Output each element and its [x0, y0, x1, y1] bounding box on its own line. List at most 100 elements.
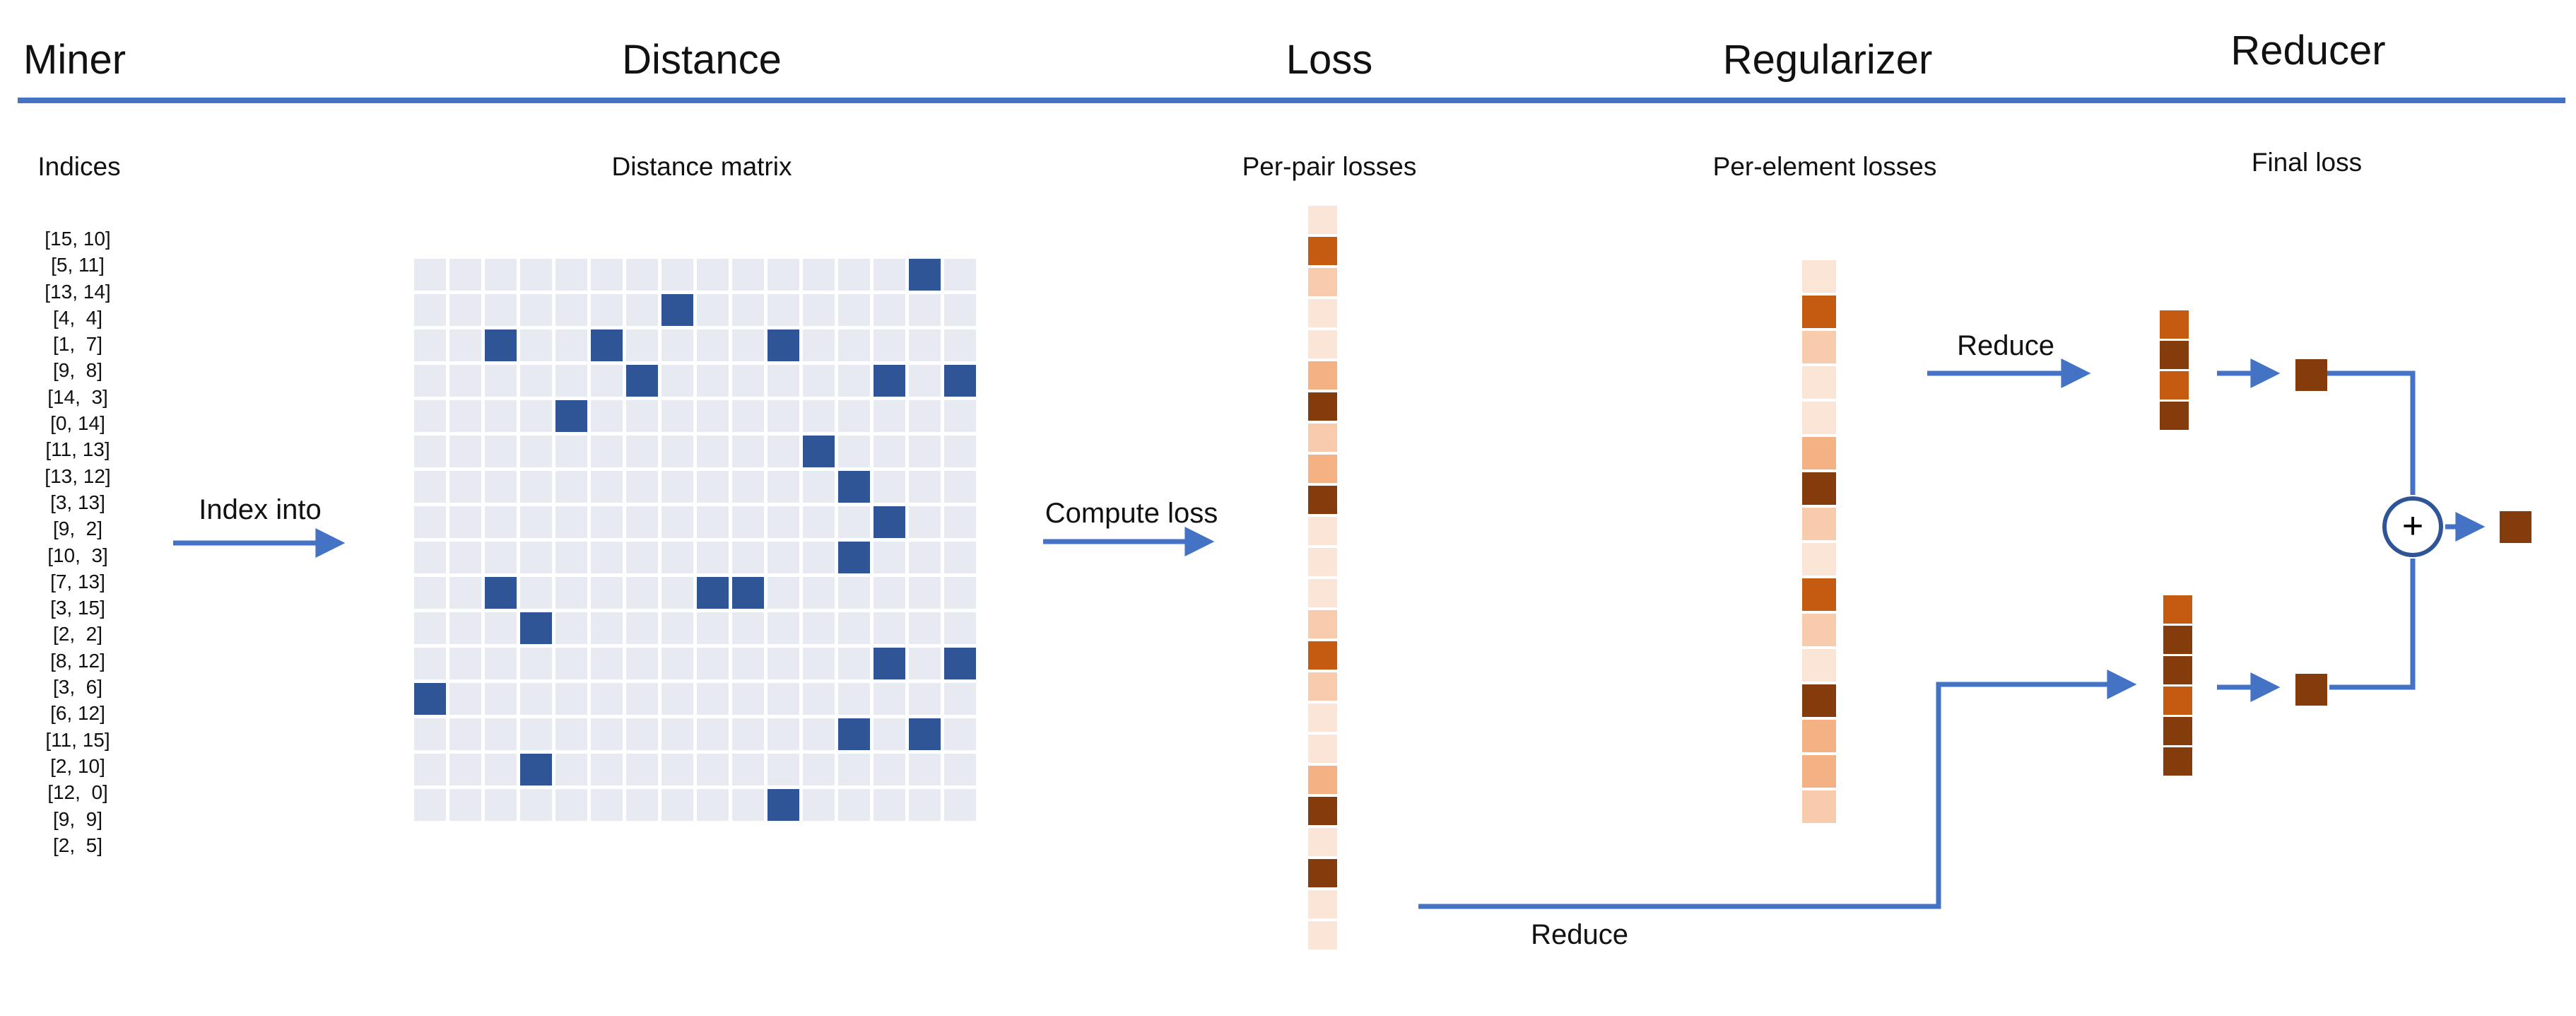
- matrix-cell: [520, 506, 552, 538]
- matrix-cell: [732, 542, 764, 573]
- matrix-cell: [626, 294, 658, 326]
- matrix-cell: [520, 294, 552, 326]
- matrix-cell: [485, 718, 517, 750]
- matrix-cell: [485, 365, 517, 397]
- matrix-cell: [874, 754, 905, 786]
- matrix-cell: [697, 612, 729, 644]
- matrix-cell: [555, 259, 587, 291]
- loss-cell: [1308, 548, 1337, 576]
- matrix-cell: [661, 542, 693, 573]
- index-pair: [9, 2]: [52, 518, 103, 540]
- index-pair: [0, 14]: [50, 412, 105, 435]
- matrix-cell: [732, 718, 764, 750]
- matrix-cell-mined: [661, 294, 693, 326]
- loss-cell: [1802, 684, 1836, 717]
- loss-cell: [2160, 310, 2189, 339]
- matrix-cell: [838, 506, 870, 538]
- matrix-cell: [449, 294, 481, 326]
- matrix-cell: [874, 436, 905, 467]
- loss-cell: [1308, 424, 1337, 452]
- matrix-cell: [944, 471, 976, 503]
- matrix-cell: [767, 436, 799, 467]
- matrix-cell: [874, 471, 905, 503]
- index-pair: [13, 14]: [45, 280, 111, 303]
- matrix-cell: [626, 471, 658, 503]
- matrix-cell: [661, 577, 693, 609]
- matrix-cell: [591, 259, 623, 291]
- loss-cell: [1308, 735, 1337, 763]
- matrix-cell: [944, 259, 976, 291]
- matrix-cell-mined: [520, 612, 552, 644]
- matrix-cell: [838, 577, 870, 609]
- matrix-cell: [449, 365, 481, 397]
- matrix-cell-mined: [838, 471, 870, 503]
- matrix-cell: [874, 789, 905, 821]
- matrix-cell: [944, 542, 976, 573]
- matrix-cell: [485, 542, 517, 573]
- matrix-cell: [661, 612, 693, 644]
- reduce-bottom-connector-arrow: [1418, 670, 2137, 909]
- matrix-cell: [449, 718, 481, 750]
- top-square-to-plus-line: [2327, 370, 2416, 495]
- loss-cell: [1308, 921, 1337, 950]
- matrix-cell: [485, 471, 517, 503]
- matrix-cell: [520, 329, 552, 361]
- matrix-cell: [838, 754, 870, 786]
- index-pair: [7, 13]: [50, 570, 105, 592]
- matrix-cell: [485, 436, 517, 467]
- matrix-cell: [767, 471, 799, 503]
- matrix-cell: [697, 259, 729, 291]
- matrix-cell: [555, 365, 587, 397]
- matrix-cell: [626, 542, 658, 573]
- matrix-cell: [449, 577, 481, 609]
- index-pair: [6, 12]: [50, 702, 105, 725]
- matrix-cell: [944, 329, 976, 361]
- loss-cell: [1308, 299, 1337, 327]
- loss-cell: [2163, 656, 2192, 684]
- matrix-cell: [874, 259, 905, 291]
- matrix-cell: [874, 329, 905, 361]
- matrix-cell: [944, 577, 976, 609]
- matrix-cell: [414, 436, 446, 467]
- index-pair: [9, 9]: [52, 807, 103, 830]
- matrix-cell: [414, 789, 446, 821]
- index-pair: [9, 8]: [52, 359, 103, 382]
- matrix-cell: [767, 718, 799, 750]
- matrix-cell: [626, 506, 658, 538]
- loss-cell: [1802, 366, 1836, 399]
- matrix-cell: [697, 789, 729, 821]
- matrix-cell: [555, 754, 587, 786]
- matrix-cell: [732, 329, 764, 361]
- matrix-cell: [626, 754, 658, 786]
- loss-cell: [1802, 296, 1836, 328]
- matrix-cell: [909, 648, 941, 679]
- matrix-cell: [414, 577, 446, 609]
- matrix-cell: [803, 648, 835, 679]
- matrix-cell: [661, 471, 693, 503]
- matrix-cell: [697, 329, 729, 361]
- matrix-cell: [803, 365, 835, 397]
- matrix-cell-mined: [485, 577, 517, 609]
- matrix-cell: [767, 365, 799, 397]
- matrix-cell: [520, 471, 552, 503]
- bottom-square-to-plus-line: [2329, 559, 2416, 690]
- matrix-cell: [661, 436, 693, 467]
- index-pair: [11, 15]: [45, 728, 110, 751]
- matrix-cell-mined: [838, 542, 870, 573]
- matrix-cell: [732, 294, 764, 326]
- loss-cell: [1308, 610, 1337, 638]
- loss-cell: [1308, 392, 1337, 421]
- loss-cell: [1802, 578, 1836, 611]
- matrix-cell: [944, 789, 976, 821]
- matrix-cell: [449, 648, 481, 679]
- matrix-cell: [555, 506, 587, 538]
- loss-cell: [1308, 517, 1337, 545]
- matrix-cell: [838, 259, 870, 291]
- loss-cell: [2163, 595, 2192, 624]
- matrix-cell: [414, 365, 446, 397]
- loss-cell: [1308, 828, 1337, 856]
- matrix-cell: [591, 436, 623, 467]
- matrix-cell: [767, 612, 799, 644]
- loss-cell: [1308, 579, 1337, 607]
- matrix-cell-mined: [944, 365, 976, 397]
